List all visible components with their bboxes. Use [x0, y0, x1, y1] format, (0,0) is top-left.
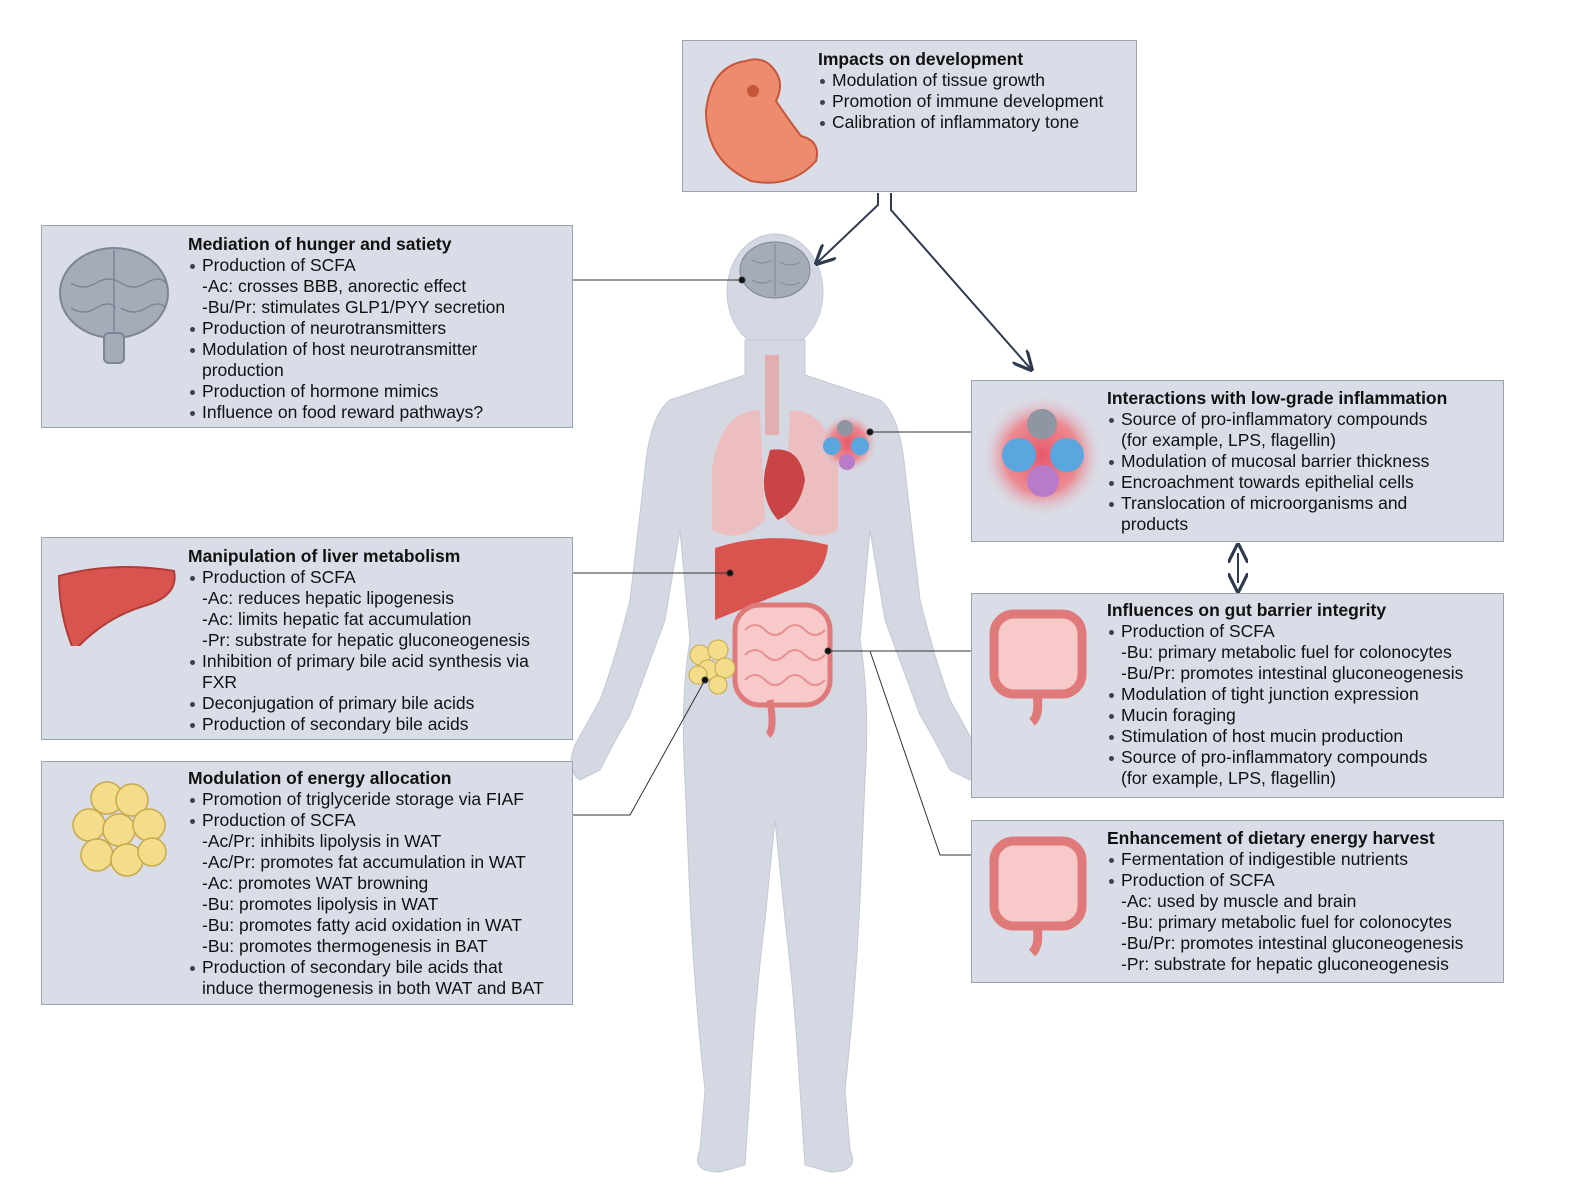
sub-item: -Ac: reduces hepatic lipogenesis — [202, 588, 454, 608]
sub-item: -Bu: promotes thermogenesis in BAT — [202, 936, 488, 956]
bullet-item: Production of neurotransmitters — [188, 318, 505, 339]
sub-item: -Bu: primary metabolic fuel for colonocy… — [1121, 642, 1452, 662]
sub-item: -Bu: primary metabolic fuel for colonocy… — [1121, 912, 1452, 932]
bullet-item: Promotion of triglyceride storage via FI… — [188, 789, 544, 810]
sub-item: -Bu/Pr: promotes intestinal gluconeogene… — [1121, 933, 1464, 953]
continuation-line: (for example, LPS, flagellin) — [1121, 430, 1336, 450]
bullet-item: Production of SCFA — [1107, 621, 1463, 642]
sub-item: -Bu/Pr: stimulates GLP1/PYY secretion — [202, 297, 506, 317]
box-title: Modulation of energy allocation — [188, 768, 452, 788]
continuation-line: products — [1121, 514, 1189, 534]
bullet-item: Production of SCFA — [188, 567, 530, 588]
sub-item: -Pr: substrate for hepatic gluconeogenes… — [202, 630, 530, 650]
bullet-item: Stimulation of host mucin production — [1107, 726, 1463, 747]
continuation-line: (for example, LPS, flagellin) — [1121, 768, 1336, 788]
bullet-item: Production of SCFA — [1107, 870, 1463, 891]
sub-item: -Bu/Pr: promotes intestinal gluconeogene… — [1121, 663, 1464, 683]
sub-item: -Pr: substrate for hepatic gluconeogenes… — [1121, 954, 1449, 974]
bullet-item: Modulation of host neurotransmitter — [188, 339, 505, 360]
bullet-item: Source of pro-inflammatory compounds — [1107, 409, 1447, 430]
intestines-in-body — [732, 602, 833, 738]
immune-cells-icon — [980, 394, 1104, 518]
sub-item: -Bu: promotes fatty acid oxidation in WA… — [202, 915, 522, 935]
liver-in-body — [715, 538, 828, 620]
bullet-item: Encroachment towards epithelial cells — [1107, 472, 1447, 493]
bullet-item: Calibration of inflammatory tone — [818, 112, 1103, 133]
liver-icon — [57, 566, 176, 646]
fat-cells-icon — [72, 781, 167, 877]
bullet-item: Promotion of immune development — [818, 91, 1103, 112]
bullet-item: Production of SCFA — [188, 810, 544, 831]
box-title: Impacts on development — [818, 49, 1024, 69]
sub-item: -Ac/Pr: promotes fat accumulation in WAT — [202, 852, 526, 872]
box-title: Mediation of hunger and satiety — [188, 234, 452, 254]
sub-item: -Ac: promotes WAT browning — [202, 873, 429, 893]
bullet-item: Fermentation of indigestible nutrients — [1107, 849, 1463, 870]
fat-cluster-in-body — [688, 639, 736, 695]
sub-item: -Ac: limits hepatic fat accumulation — [202, 609, 472, 629]
bullet-item: Mucin foraging — [1107, 705, 1463, 726]
inflammation-text: Interactions with low-grade inflammation… — [1107, 388, 1447, 535]
continuation-line: FXR — [202, 672, 237, 692]
continuation-line: induce thermogenesis in both WAT and BAT — [202, 978, 544, 998]
box-title: Manipulation of liver metabolism — [188, 546, 461, 566]
bullet-item: Production of hormone mimics — [188, 381, 505, 402]
sub-item: -Bu: promotes lipolysis in WAT — [202, 894, 439, 914]
bullet-item: Influence on food reward pathways? — [188, 402, 505, 423]
sub-item: -Ac: crosses BBB, anorectic effect — [202, 276, 467, 296]
inflammation-box: Interactions with low-grade inflammation… — [971, 380, 1504, 542]
bullet-item: Modulation of tissue growth — [818, 70, 1103, 91]
sub-item: -Ac/Pr: inhibits lipolysis in WAT — [202, 831, 442, 851]
bullet-item: Deconjugation of primary bile acids — [188, 693, 530, 714]
box-title: Influences on gut barrier integrity — [1107, 600, 1387, 620]
box-title: Enhancement of dietary energy harvest — [1107, 828, 1435, 848]
brain-icon — [59, 247, 169, 364]
sub-item: -Ac: used by muscle and brain — [1121, 891, 1357, 911]
brain-in-head — [739, 241, 811, 299]
bullet-item: Production of secondary bile acids that — [188, 957, 544, 978]
continuation-line: production — [202, 360, 284, 380]
bullet-item: Inhibition of primary bile acid synthesi… — [188, 651, 530, 672]
colon-icon — [989, 836, 1087, 957]
connector-lines — [573, 276, 971, 856]
bullet-item: Modulation of mucosal barrier thickness — [1107, 451, 1447, 472]
bullet-item: Production of secondary bile acids — [188, 714, 530, 735]
immune-cells-in-body — [818, 413, 878, 473]
bullet-item: Production of SCFA — [188, 255, 505, 276]
bullet-item: Translocation of microorganisms and — [1107, 493, 1447, 514]
development-arrows — [818, 193, 1238, 583]
colon-icon — [989, 609, 1087, 726]
bullet-item: Modulation of tight junction expression — [1107, 684, 1463, 705]
box-title: Interactions with low-grade inflammation — [1107, 388, 1448, 408]
bullet-item: Source of pro-inflammatory compounds — [1107, 747, 1463, 768]
embryo-icon — [704, 58, 818, 184]
